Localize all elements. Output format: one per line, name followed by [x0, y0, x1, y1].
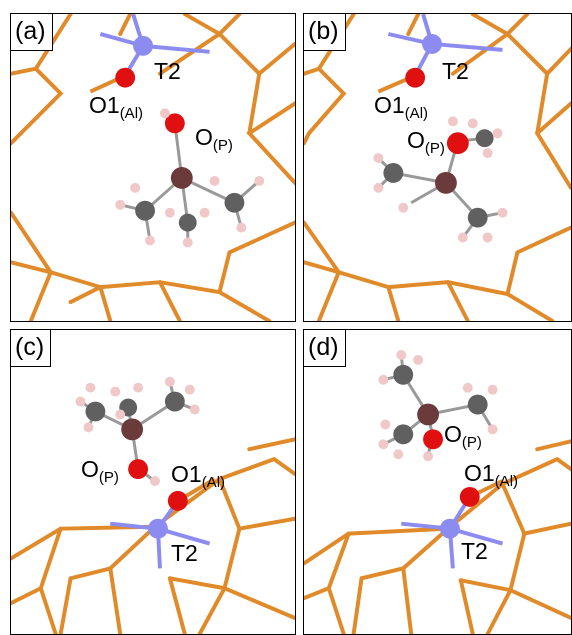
- structure-d: [304, 349, 571, 634]
- c-atom-d3: [467, 394, 488, 415]
- panel-tag-b: (b): [304, 14, 346, 51]
- op-label-d: O(P): [444, 421, 482, 451]
- op-atom-b: [446, 132, 469, 155]
- h-atoms-a: [115, 108, 265, 248]
- c-atom-a3: [178, 213, 197, 232]
- panel-c: (c) T2 O1(Al) O(P): [10, 329, 296, 635]
- c-atom-b3: [475, 129, 494, 148]
- o1-label-a: O1(Al): [89, 92, 144, 122]
- t2-label-d: T2: [461, 538, 488, 564]
- framework-b: [304, 14, 571, 321]
- p-atom-c: [121, 418, 144, 441]
- op-label-a: O(P): [195, 124, 233, 154]
- o1-atom-c: [167, 490, 188, 511]
- panel-b: (b) T2 O1(Al) O(P): [303, 13, 572, 322]
- panel-d: (d) T2 O1(Al) O(P): [303, 329, 572, 635]
- t2-atom-a: [133, 35, 153, 56]
- o1-label-b: O1(Al): [374, 92, 429, 122]
- o1-atom-a: [115, 67, 136, 88]
- o1-atom-d: [459, 486, 480, 507]
- c-atom-c2: [164, 391, 185, 412]
- t2-atom-c: [148, 518, 168, 539]
- op-label-c: O(P): [81, 456, 119, 486]
- framework-a: [11, 14, 295, 321]
- t2-label-b: T2: [442, 58, 469, 84]
- t2-atom-b: [422, 34, 442, 54]
- panel-a: (a) T2 O1(Al) O(P): [10, 13, 296, 322]
- t2-label-c: T2: [171, 540, 198, 566]
- c-atom-a1: [135, 200, 155, 221]
- op-atom-c: [128, 459, 149, 480]
- structure-c: [11, 376, 295, 634]
- panel-tag-a: (a): [11, 14, 53, 51]
- p-atom-a: [170, 167, 193, 189]
- op-atom-a: [164, 113, 185, 134]
- o1-label-d: O1(Al): [464, 460, 519, 490]
- t2-label-a: T2: [154, 58, 181, 84]
- panel-tag-d: (d): [304, 330, 346, 367]
- t2-atom-d: [439, 518, 460, 539]
- panel-tag-c: (c): [11, 330, 52, 367]
- structure-b: [304, 14, 571, 321]
- c-atom-b2: [467, 207, 488, 228]
- h-atoms-c: [75, 376, 200, 486]
- op-atom-d: [423, 429, 443, 450]
- h-atoms-b: [373, 116, 508, 243]
- h-atoms-d: [378, 349, 498, 462]
- c-atom-d2: [393, 424, 414, 445]
- c-atom-a2: [224, 192, 245, 213]
- c-atom-b1: [383, 163, 404, 183]
- o1-label-c: O1(Al): [171, 461, 226, 491]
- p-atom-b: [435, 171, 457, 194]
- framework-d: [304, 439, 571, 634]
- o1-atom-b: [405, 67, 426, 88]
- p-atom-d: [417, 403, 439, 426]
- op-label-b: O(P): [407, 127, 445, 157]
- c-atom-c1: [85, 401, 106, 422]
- c-atom-d1: [393, 364, 414, 385]
- structure-a: [11, 14, 295, 321]
